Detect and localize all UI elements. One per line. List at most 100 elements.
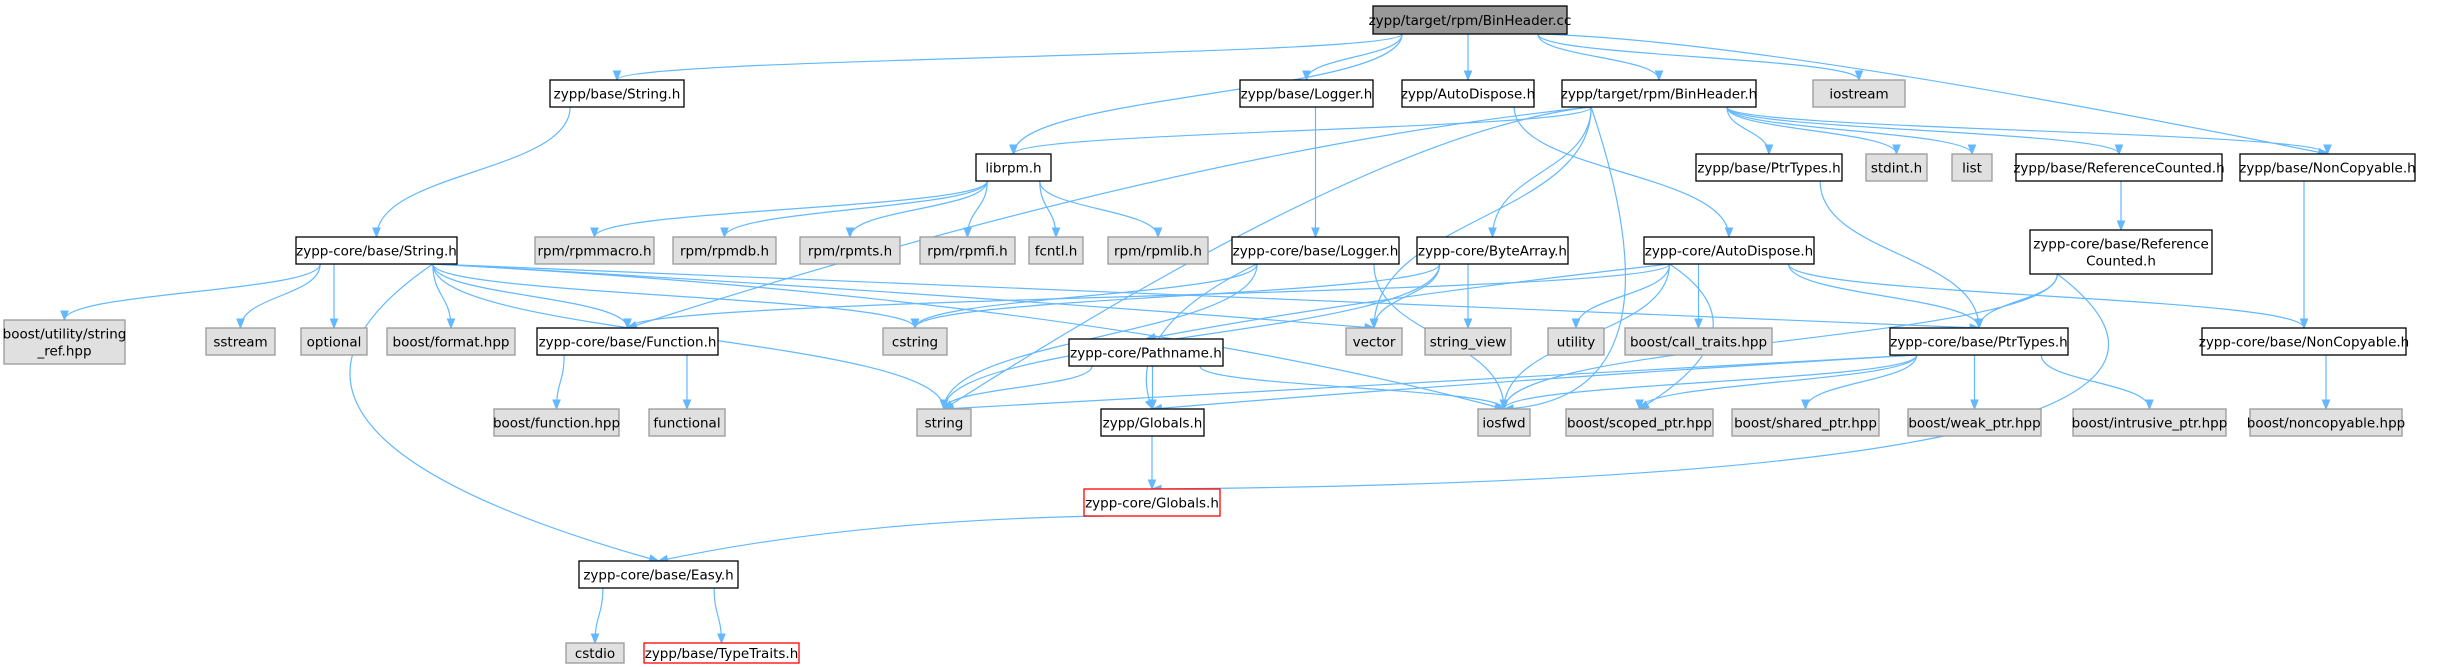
edge-arrowhead xyxy=(1635,399,1644,411)
node-label: string_view xyxy=(1430,335,1507,351)
edge-arrowhead xyxy=(682,399,692,411)
node-core_logger[interactable]: zypp-core/base/Logger.h xyxy=(1231,236,1400,265)
node-core_string[interactable]: zypp-core/base/String.h xyxy=(295,236,458,265)
node-iosfwd: iosfwd xyxy=(1477,408,1531,437)
node-base_logger[interactable]: zypp/base/Logger.h xyxy=(1239,79,1374,108)
node-base_noncopy[interactable]: zypp/base/NonCopyable.h xyxy=(2239,153,2416,182)
edge-arrowhead xyxy=(1147,479,1157,491)
node-core_bytearray[interactable]: zypp-core/ByteArray.h xyxy=(1416,236,1569,265)
edge-arrowhead xyxy=(329,318,339,330)
node-core_globals[interactable]: zypp-core/Globals.h xyxy=(1083,488,1221,517)
node-boost_function: boost/function.hpp xyxy=(493,408,620,437)
edge-arrowhead xyxy=(1967,144,1977,156)
node-label: zypp/AutoDispose.h xyxy=(1401,87,1535,103)
node-core_easy[interactable]: zypp-core/base/Easy.h xyxy=(578,560,739,589)
node-root[interactable]: zypp/target/rpm/BinHeader.cc xyxy=(1369,5,1572,35)
node-rpmdb: rpm/rpmdb.h xyxy=(672,236,777,265)
node-box xyxy=(2015,153,2223,182)
node-rpmlib: rpm/rpmlib.h xyxy=(1107,236,1209,265)
edge-core_ptrtypes-to-boost_scoped xyxy=(1638,354,1918,410)
node-autodispose[interactable]: zypp/AutoDispose.h xyxy=(1401,79,1535,108)
node-base_string[interactable]: zypp/base/String.h xyxy=(549,79,685,108)
edge-core_autodispose-to-core_ptrtypes xyxy=(1787,263,1980,329)
node-box xyxy=(799,236,901,265)
edge-root-to-base_string xyxy=(616,33,1403,81)
node-stdint: stdint.h xyxy=(1865,153,1928,182)
node-box xyxy=(565,642,625,664)
node-core_refcounted[interactable]: zypp-core/base/ReferenceCounted.h xyxy=(2029,229,2213,275)
edge-arrowhead xyxy=(1892,144,1901,156)
node-core_function[interactable]: zypp-core/base/Function.h xyxy=(536,327,719,356)
node-label: zypp/target/rpm/BinHeader.cc xyxy=(1369,13,1572,29)
edge-binheader_h-to-core_bytearray xyxy=(1491,106,1592,238)
node-string_view: string_view xyxy=(1424,327,1512,356)
node-box xyxy=(2239,153,2416,182)
node-label: sstream xyxy=(213,335,267,351)
dependency-edges xyxy=(60,33,2332,645)
edge-arrowhead xyxy=(2321,399,2331,411)
edge-arrowhead xyxy=(1974,318,1984,330)
edge-arrowhead xyxy=(1463,70,1473,82)
node-core_pathname[interactable]: zypp-core/Pathname.h xyxy=(1068,338,1224,367)
node-binheader_h[interactable]: zypp/target/rpm/BinHeader.h xyxy=(1561,79,1758,108)
node-box xyxy=(1100,408,1205,437)
node-core_ptrtypes[interactable]: zypp-core/base/PtrTypes.h xyxy=(1889,327,2069,356)
edge-arrowhead xyxy=(910,318,920,330)
node-rpmfi: rpm/rpmfi.h xyxy=(919,236,1016,265)
node-box xyxy=(1624,327,1773,356)
edge-arrowhead xyxy=(1854,70,1864,82)
edge-arrowhead xyxy=(1499,399,1509,411)
edge-arrowhead xyxy=(60,310,69,322)
node-base_ptrtypes[interactable]: zypp/base/PtrTypes.h xyxy=(1695,153,1843,182)
node-box xyxy=(549,79,685,108)
edge-binheader_h-to-string xyxy=(943,106,1592,410)
edge-librpm-to-rpmlib xyxy=(1039,180,1159,238)
edge-arrowhead xyxy=(1801,399,1810,411)
edge-root-to-base_logger xyxy=(1305,33,1403,81)
node-zypp_globals[interactable]: zypp/Globals.h xyxy=(1100,408,1205,437)
edge-arrowhead xyxy=(1153,227,1163,239)
edge-arrowhead xyxy=(1654,70,1664,82)
node-label: zypp-core/base/String.h xyxy=(296,244,457,260)
node-box xyxy=(1372,5,1568,35)
node-label: boost/shared_ptr.hpp xyxy=(1734,416,1877,432)
node-box xyxy=(975,153,1052,182)
node-boost_scoped: boost/scoped_ptr.hpp xyxy=(1565,408,1714,437)
edge-arrowhead xyxy=(1051,227,1061,239)
node-fcntl: fcntl.h xyxy=(1028,236,1084,265)
node-box xyxy=(1416,236,1569,265)
node-box xyxy=(643,642,800,664)
node-label: boost/format.hpp xyxy=(393,335,510,351)
edge-arrowhead xyxy=(939,399,949,411)
edge-core_string-to-core_function xyxy=(432,263,629,329)
node-label: functional xyxy=(653,416,720,432)
edge-arrowhead xyxy=(1463,318,1473,330)
node-box xyxy=(1643,236,1815,265)
node-core_noncopy[interactable]: zypp-core/base/NonCopyable.h xyxy=(2199,327,2410,356)
edge-librpm-to-rpmmacro xyxy=(593,180,988,238)
node-boost_intrusive: boost/intrusive_ptr.hpp xyxy=(2072,408,2227,437)
node-label: vector xyxy=(1353,335,1396,351)
node-core_autodispose[interactable]: zypp-core/AutoDispose.h xyxy=(1643,236,1815,265)
node-base_refcounted[interactable]: zypp/base/ReferenceCounted.h xyxy=(2013,153,2225,182)
edge-root-to-iostream xyxy=(1537,33,1860,81)
edge-core_autodispose-to-core_pathname xyxy=(1145,263,1670,340)
node-librpm[interactable]: librpm.h xyxy=(975,153,1052,182)
node-box xyxy=(1731,408,1880,437)
node-box xyxy=(672,236,777,265)
edge-arrowhead xyxy=(1970,399,1979,411)
node-label: optional xyxy=(307,335,362,351)
node-label: boost/call_traits.hpp xyxy=(1630,335,1767,351)
edge-arrowhead xyxy=(552,399,561,411)
node-label: zypp-core/Pathname.h xyxy=(1070,346,1222,362)
node-label: zypp-core/Globals.h xyxy=(1085,496,1219,512)
node-label: fcntl.h xyxy=(1035,244,1078,260)
node-label: cstring xyxy=(892,335,938,351)
node-box xyxy=(1068,338,1224,367)
node-box xyxy=(1907,408,2042,437)
edge-arrowhead xyxy=(2145,399,2154,411)
node-base_typetraits[interactable]: zypp/base/TypeTraits.h xyxy=(643,642,800,664)
edge-base_string-to-core_string xyxy=(375,106,571,238)
node-label: rpm/rpmlib.h xyxy=(1114,244,1202,260)
node-label: zypp-core/base/Function.h xyxy=(539,335,717,351)
